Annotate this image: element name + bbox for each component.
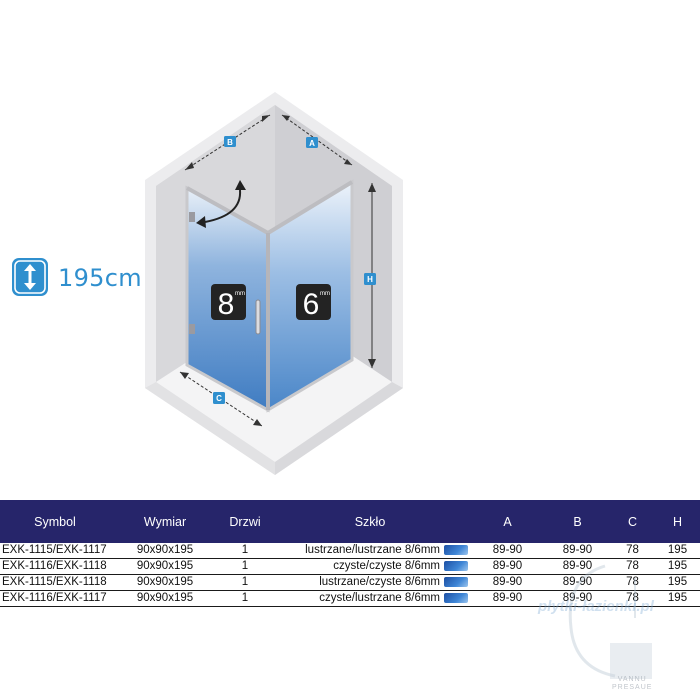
marker-b: B: [224, 136, 236, 147]
cell-b: 89-90: [545, 543, 610, 559]
glass-coating-badge-icon: [444, 576, 468, 587]
shower-enclosure-diagram: B A H C 8 mm 6 mm: [145, 92, 403, 475]
cell-a: 89-90: [470, 590, 545, 607]
table-header-row: Symbol Wymiar Drzwi Szkło A B C H: [0, 500, 700, 543]
glass-coating-badge-icon: [444, 592, 468, 603]
glass-coating-badge-icon: [444, 544, 468, 555]
column-header: Wymiar: [110, 500, 220, 543]
watermark-text: płytki-łazienki.pl: [538, 598, 654, 615]
glass-coating-badge-icon: [444, 560, 468, 571]
cell-dimensions: 90x90x195: [110, 558, 220, 575]
table-row: EXK-1115/EXK-1117 90x90x195 1 lustrzane/…: [0, 543, 700, 559]
dimension-line-c: [179, 371, 263, 427]
cell-dimensions: 90x90x195: [110, 543, 220, 559]
cell-doors: 1: [220, 590, 270, 607]
column-header: Szkło: [270, 500, 470, 543]
cell-glass: czyste/lustrzane 8/6mm: [270, 590, 470, 607]
column-header: B: [545, 500, 610, 543]
door-handle-icon: [255, 299, 261, 335]
column-header: C: [610, 500, 655, 543]
cell-b: 89-90: [545, 558, 610, 575]
hinge-icon: [189, 324, 195, 334]
marker-a: A: [306, 137, 318, 148]
cell-symbol: EXK-1116/EXK-1117: [0, 590, 110, 607]
cell-b: 89-90: [545, 574, 610, 591]
height-indicator-badge: [12, 258, 48, 296]
cell-symbol: EXK-1116/EXK-1118: [0, 558, 110, 575]
cell-glass: lustrzane/czyste 8/6mm: [270, 574, 470, 591]
vertical-arrows-icon: [14, 260, 46, 294]
svg-text:B: B: [227, 138, 233, 147]
cell-symbol: EXK-1115/EXK-1118: [0, 574, 110, 591]
dimension-line-a: [281, 114, 353, 166]
column-header: Drzwi: [220, 500, 270, 543]
cell-c: 78: [610, 574, 655, 591]
glass-thickness-badge-right: 6 mm: [296, 284, 331, 321]
cell-glass: lustrzane/lustrzane 8/6mm: [270, 543, 470, 559]
svg-text:8: 8: [218, 288, 235, 321]
cell-c: 78: [610, 590, 655, 607]
cell-a: 89-90: [470, 574, 545, 591]
glass-thickness-badge-left: 8 mm: [211, 284, 246, 321]
cell-glass: czyste/czyste 8/6mm: [270, 558, 470, 575]
marker-c: C: [213, 392, 225, 404]
svg-text:A: A: [309, 139, 315, 148]
marker-h: H: [364, 273, 376, 285]
cell-dimensions: 90x90x195: [110, 574, 220, 591]
cell-doors: 1: [220, 574, 270, 591]
column-header: H: [655, 500, 700, 543]
cell-b: 89-90: [545, 590, 610, 607]
cell-h: 195: [655, 543, 700, 559]
cell-a: 89-90: [470, 558, 545, 575]
column-header: Symbol: [0, 500, 110, 543]
cell-a: 89-90: [470, 543, 545, 559]
cell-h: 195: [655, 574, 700, 591]
spec-table: Symbol Wymiar Drzwi Szkło A B C H EXK-11…: [0, 500, 700, 607]
svg-text:mm: mm: [320, 291, 330, 297]
cell-c: 78: [610, 543, 655, 559]
cell-c: 78: [610, 558, 655, 575]
table-row: EXK-1115/EXK-1118 90x90x195 1 lustrzane/…: [0, 574, 700, 591]
svg-text:C: C: [216, 394, 222, 403]
table-row: EXK-1116/EXK-1118 90x90x195 1 czyste/czy…: [0, 558, 700, 575]
door-swing-arrow-icon: [204, 189, 242, 223]
cell-h: 195: [655, 558, 700, 575]
svg-text:6: 6: [303, 288, 320, 321]
hinge-icon: [189, 212, 195, 222]
cell-symbol: EXK-1115/EXK-1117: [0, 543, 110, 559]
svg-text:mm: mm: [235, 291, 245, 297]
cell-doors: 1: [220, 543, 270, 559]
cell-h: 195: [655, 590, 700, 607]
cell-dimensions: 90x90x195: [110, 590, 220, 607]
watermark-subtext: VANNU PRESAUE: [612, 676, 653, 691]
cell-doors: 1: [220, 558, 270, 575]
height-label: 195cm: [58, 264, 142, 292]
svg-text:H: H: [367, 275, 373, 284]
column-header: A: [470, 500, 545, 543]
table-row: EXK-1116/EXK-1117 90x90x195 1 czyste/lus…: [0, 590, 700, 607]
